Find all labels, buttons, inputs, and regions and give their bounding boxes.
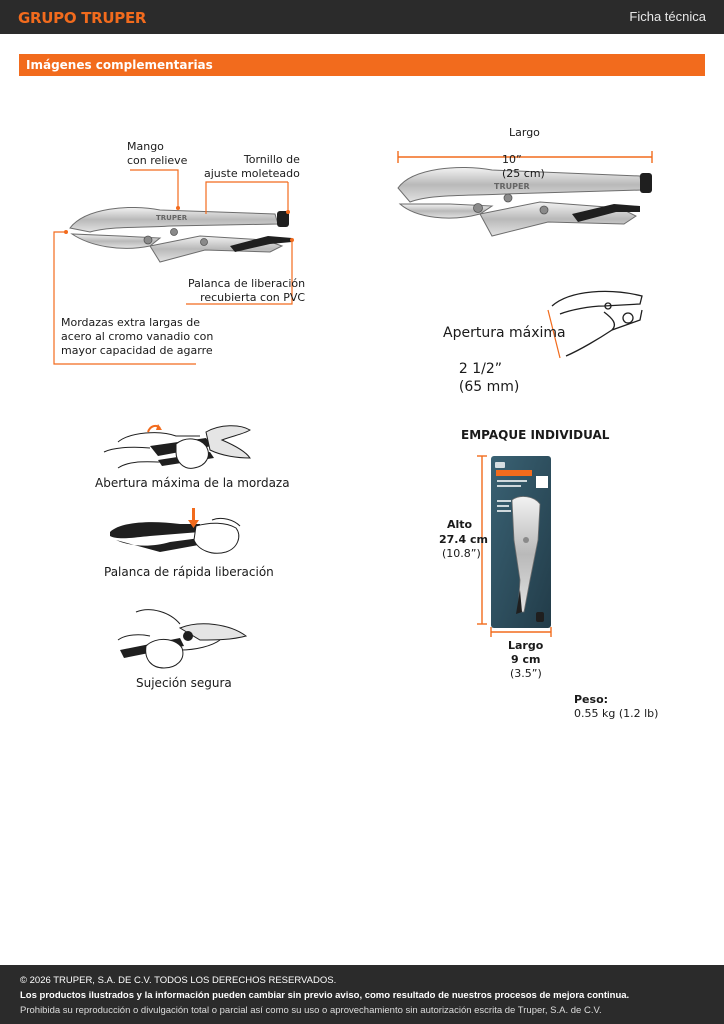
brand-logo: GRUPO TRUPER <box>18 9 147 27</box>
package-width-label: Largo <box>508 639 544 652</box>
feature-illustration-grip <box>117 609 248 669</box>
jaw-opening-drawing <box>551 290 643 357</box>
opening-metric: (65 mm) <box>458 379 520 395</box>
section-header: Imágenes complementarias <box>19 54 705 76</box>
feature-illustration-release <box>110 508 241 554</box>
callout-screw: Tornillo de ajuste moleteado <box>204 153 300 180</box>
callout-handle: Mango con relieve <box>127 140 188 167</box>
package-weight-label: Peso: <box>574 693 609 706</box>
length-value: 10” <box>502 153 522 166</box>
length-value-block: 10” (25 cm) <box>495 139 545 181</box>
footer-notice: Los productos ilustrados y la informació… <box>20 990 630 1001</box>
package-weight: Peso: 0.55 kg (1.2 lb) <box>567 679 658 721</box>
pliers-right-drawing: TRUPER <box>397 166 652 237</box>
callout-leaders <box>53 169 294 365</box>
feature-caption-release: Palanca de rápida liberación <box>104 565 274 579</box>
length-label: Largo <box>509 126 540 139</box>
package-height-value: 27.4 cm <box>439 533 488 546</box>
sheet-type-label: Ficha técnica <box>629 9 706 24</box>
svg-text:TRUPER: TRUPER <box>156 214 188 222</box>
package-dimension-lines <box>477 455 552 637</box>
package-height-label: Alto <box>447 518 473 531</box>
svg-text:TRUPER: TRUPER <box>494 182 530 191</box>
pliers-left-drawing: TRUPER <box>69 206 292 263</box>
section-title: Imágenes complementarias <box>26 58 213 72</box>
length-dimension-line <box>397 151 653 163</box>
feature-caption-opening: Abertura máxima de la mordaza <box>95 476 290 490</box>
footer-legal: Prohibida su reproducción o divulgación … <box>20 1005 602 1016</box>
package-title: EMPAQUE INDIVIDUAL <box>461 428 610 442</box>
feature-caption-grip: Sujeción segura <box>136 676 232 690</box>
callout-jaws: Mordazas extra largas de acero al cromo … <box>61 316 214 357</box>
opening-label: Apertura máxima <box>443 325 566 341</box>
package-width-imperial: (3.5”) <box>510 667 542 680</box>
length-metric: (25 cm) <box>502 167 545 180</box>
opening-value: 2 1/2” <box>458 361 503 377</box>
package-width-value: 9 cm <box>511 653 541 666</box>
footer-bar: © 2026 TRUPER, S.A. DE C.V. TODOS LOS DE… <box>0 965 724 1024</box>
footer-copyright: © 2026 TRUPER, S.A. DE C.V. TODOS LOS DE… <box>20 975 337 986</box>
package-weight-value: 0.55 kg (1.2 lb) <box>574 707 659 720</box>
package-drawing <box>491 456 551 628</box>
package-height-imperial: (10.8”) <box>442 547 481 560</box>
header-bar: GRUPO TRUPER Ficha técnica <box>0 0 724 34</box>
opening-value-block: 2 1/2” (65 mm) <box>450 342 519 396</box>
feature-illustration-opening <box>103 424 251 469</box>
callout-release-lever: Palanca de liberación recubierta con PVC <box>188 277 306 304</box>
opening-dimension-line <box>547 309 561 359</box>
